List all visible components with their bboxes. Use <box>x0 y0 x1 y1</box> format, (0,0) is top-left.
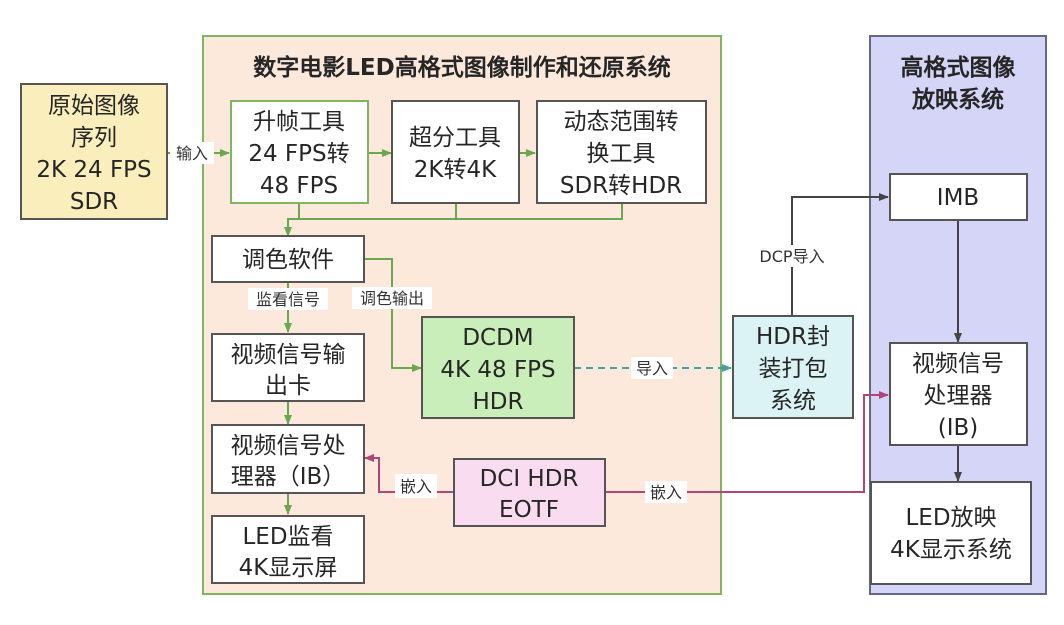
node-led-monitor-box <box>211 515 365 584</box>
edge-label-import-bg <box>631 357 673 379</box>
node-hdr-tool-line-2: 换工具 <box>587 141 656 167</box>
node-hdr-packaging-line-3: 系统 <box>770 388 816 414</box>
group-production-title: 数字电影LED高格式图像制作和还原系统 <box>253 54 670 81</box>
edge-labels: 输入 监看信号 调色输出 导入 DCP导入 嵌入 嵌入 <box>170 142 834 503</box>
node-hdr-tool-line-3: SDR转HDR <box>560 173 682 199</box>
node-frame-rate-tool[interactable]: 升帧工具 24 FPS转 48 FPS <box>230 100 369 204</box>
node-dci-hdr-eotf-box <box>453 458 606 527</box>
edge-label-dcp-import: DCP导入 <box>759 247 824 266</box>
node-led-monitor-line-2: 4K显示屏 <box>239 555 338 581</box>
edge-eotf-to-cinema-processor <box>605 391 889 493</box>
node-video-output-card[interactable]: 视频信号输 出卡 <box>211 333 365 402</box>
node-hdr-packaging-box <box>732 315 854 419</box>
node-source-line-2: 序列 <box>71 125 117 151</box>
node-grading-software-box <box>211 235 365 283</box>
edge-label-input-bg <box>170 142 214 164</box>
node-signal-processor-cinema[interactable]: 视频信号 处理器 (IB) <box>889 342 1028 446</box>
edge-label-embed-cinema-bg <box>645 481 687 503</box>
node-hdr-tool-line-1: 动态范围转 <box>564 109 679 135</box>
node-dcdm-line-2: 4K 48 FPS <box>440 357 555 383</box>
node-hdr-packaging[interactable]: HDR封 装打包 系统 <box>732 315 854 419</box>
node-source-line-4: SDR <box>70 189 118 215</box>
node-video-output-card-line-2: 出卡 <box>265 373 311 399</box>
edge-label-grading-output-bg <box>352 287 432 309</box>
node-led-cinema-display-line-1: LED放映 <box>905 505 996 531</box>
node-frame-rate-tool-line-2: 24 FPS转 <box>248 141 349 167</box>
node-super-res-tool-box <box>391 100 520 204</box>
node-frame-rate-tool-box <box>230 100 369 204</box>
node-dcdm-line-1: DCDM <box>462 325 533 351</box>
node-led-cinema-display[interactable]: LED放映 4K显示系统 <box>870 481 1032 585</box>
node-video-output-card-box <box>211 333 365 402</box>
node-frame-rate-tool-line-1: 升帧工具 <box>253 109 345 135</box>
node-signal-processor-local-line-2: 理器（IB） <box>231 464 346 490</box>
node-super-res-tool[interactable]: 超分工具 2K转4K <box>391 100 520 204</box>
node-source-line-1: 原始图像 <box>48 93 140 119</box>
edge-label-embed-local: 嵌入 <box>400 477 432 496</box>
edge-grading-to-dcdm <box>364 258 422 372</box>
node-signal-processor-cinema-line-3: (IB) <box>938 415 979 441</box>
node-hdr-tool[interactable]: 动态范围转 换工具 SDR转HDR <box>536 100 707 204</box>
node-led-monitor-line-1: LED监看 <box>242 524 333 550</box>
node-hdr-packaging-line-1: HDR封 <box>756 324 830 350</box>
node-led-cinema-display-line-2: 4K显示系统 <box>890 537 1012 563</box>
edge-label-embed-local-bg <box>395 474 437 498</box>
edge-label-input: 输入 <box>176 144 208 163</box>
node-imb-box <box>889 173 1028 221</box>
node-dci-hdr-eotf-line-1: DCI HDR <box>480 466 579 492</box>
edge-label-monitor-signal: 监看信号 <box>256 290 320 309</box>
node-grading-software-line-1: 调色软件 <box>242 247 334 273</box>
node-imb-line-1: IMB <box>937 185 979 211</box>
node-signal-processor-local-line-1: 视频信号处 <box>231 433 346 459</box>
group-projection-title-line-1: 高格式图像 <box>901 54 1017 81</box>
node-video-output-card-line-1: 视频信号输 <box>231 342 346 368</box>
edge-label-import: 导入 <box>636 359 668 378</box>
node-imb[interactable]: IMB <box>889 173 1028 221</box>
group-projection-title-line-2: 放映系统 <box>911 86 1004 113</box>
edges <box>167 149 962 515</box>
edge-label-dcp-import-bg <box>750 245 834 267</box>
node-signal-processor-local-box <box>211 424 365 494</box>
node-frame-rate-tool-line-3: 48 FPS <box>260 173 338 199</box>
edge-label-embed-cinema: 嵌入 <box>650 483 682 502</box>
node-super-res-tool-line-1: 超分工具 <box>409 125 501 151</box>
edge-label-grading-output: 调色输出 <box>360 289 424 308</box>
node-dci-hdr-eotf[interactable]: DCI HDR EOTF <box>453 458 606 527</box>
node-super-res-tool-line-2: 2K转4K <box>414 157 497 183</box>
edge-tools-bus <box>298 203 623 220</box>
node-hdr-packaging-line-2: 装打包 <box>759 356 828 382</box>
node-dci-hdr-eotf-line-2: EOTF <box>499 497 559 523</box>
node-led-cinema-display-box <box>870 481 1032 585</box>
edge-bus-to-grading <box>284 218 299 237</box>
node-source-line-3: 2K 24 FPS <box>36 157 151 183</box>
edge-packaging-to-imb <box>791 193 889 316</box>
node-source[interactable]: 原始图像 序列 2K 24 FPS SDR <box>20 83 168 220</box>
node-dcdm-box <box>421 316 575 419</box>
node-dcdm[interactable]: DCDM 4K 48 FPS HDR <box>421 316 575 419</box>
node-led-monitor[interactable]: LED监看 4K显示屏 <box>211 515 365 584</box>
edge-label-monitor-signal-bg <box>248 288 328 310</box>
node-hdr-tool-box <box>536 100 707 204</box>
node-source-box <box>20 83 168 220</box>
node-signal-processor-local[interactable]: 视频信号处 理器（IB） <box>211 424 365 494</box>
node-signal-processor-cinema-box <box>889 342 1028 446</box>
node-dcdm-line-3: HDR <box>473 389 524 415</box>
node-signal-processor-cinema-line-1: 视频信号 <box>912 351 1004 377</box>
node-signal-processor-cinema-line-2: 处理器 <box>924 383 993 409</box>
node-grading-software[interactable]: 调色软件 <box>211 235 365 283</box>
